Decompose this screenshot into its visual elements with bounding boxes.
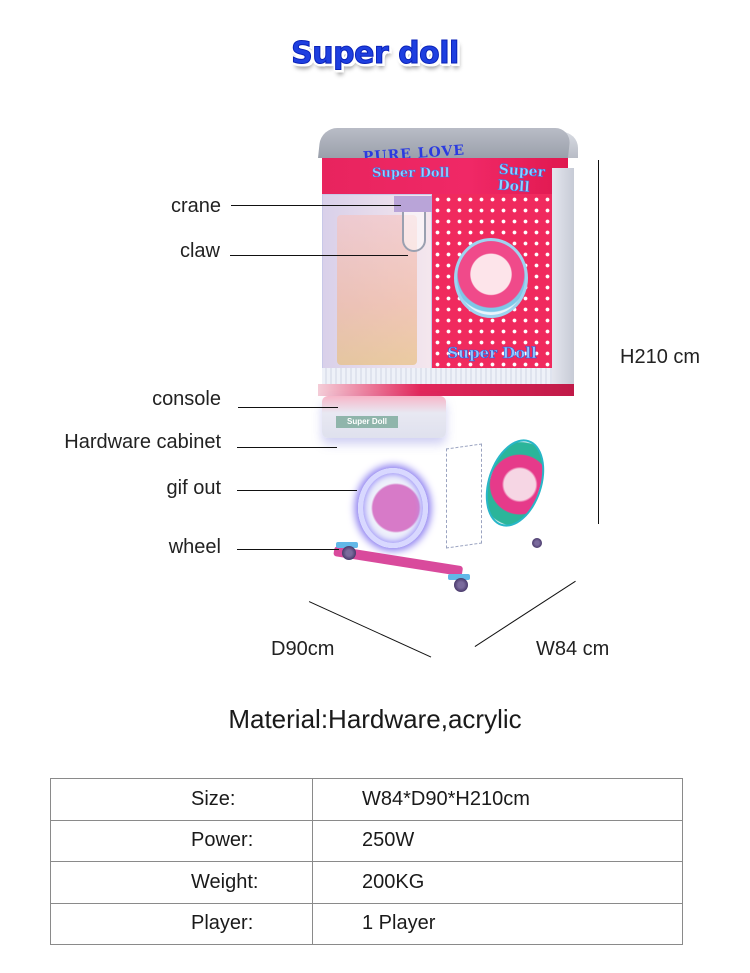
console-screen: Super Doll (336, 416, 398, 428)
wheel-icon (342, 546, 356, 560)
spec-value: 250W (312, 819, 683, 862)
spec-value: 200KG (312, 861, 683, 904)
header-text-front: Super Doll (372, 166, 450, 182)
spec-key: Size: (50, 778, 313, 821)
spec-value: 1 Player (312, 902, 683, 945)
callout-wheel: wheel (168, 536, 221, 558)
callout-line-claw (230, 255, 408, 257)
red-trim-band (318, 384, 574, 396)
side-character-sticker (475, 431, 555, 535)
dotted-back-panel: Super Doll (432, 194, 552, 384)
claw (402, 212, 426, 252)
callout-line-wheel (237, 549, 339, 551)
height-dimension: H210 cm (620, 346, 701, 368)
table-row: Power: 250W (50, 819, 683, 862)
spec-key: Player: (50, 902, 313, 945)
product-title: Super doll (291, 36, 460, 72)
material-text: Material:Hardware,acrylic (228, 704, 522, 734)
caster-front-right (448, 574, 470, 580)
callout-claw: claw (179, 240, 220, 262)
caster-front-left (336, 542, 358, 548)
gift-out-port (358, 468, 428, 548)
spec-key: Power: (50, 819, 313, 862)
coin-door (446, 443, 482, 549)
width-dimension: W84 cm (536, 638, 610, 660)
callout-line-hardware-cabinet (237, 447, 337, 449)
crane (394, 196, 434, 212)
prize-floor (322, 368, 552, 386)
claw-machine-image: PURE LOVE Super Doll Super Doll Super Do… (318, 128, 580, 598)
callout-line-gif-out (237, 490, 357, 492)
side-glass (552, 168, 574, 384)
table-row: Weight: 200KG (50, 861, 683, 904)
height-dimension-line (598, 160, 600, 524)
table-row: Size: W84*D90*H210cm (50, 778, 683, 821)
wheel-icon (532, 538, 542, 548)
spec-value: W84*D90*H210cm (312, 778, 683, 821)
callout-line-crane (231, 205, 401, 207)
callout-console: console (152, 388, 221, 410)
console: Super Doll (322, 396, 446, 438)
panel-logo-text: Super Doll (447, 344, 537, 363)
callout-crane: crane (170, 195, 221, 217)
callout-hardware-cabinet: Hardware cabinet (64, 431, 221, 453)
callout-line-console (238, 407, 338, 409)
table-row: Player: 1 Player (50, 902, 683, 945)
callout-gif-out: gif out (166, 477, 221, 499)
depth-dimension: D90cm (271, 638, 335, 660)
spec-key: Weight: (50, 861, 313, 904)
character-emblem (454, 238, 528, 318)
spec-table: Size: W84*D90*H210cm Power: 250W Weight:… (50, 778, 683, 945)
wheel-icon (454, 578, 468, 592)
header-panel: Super Doll Super Doll (322, 158, 568, 196)
